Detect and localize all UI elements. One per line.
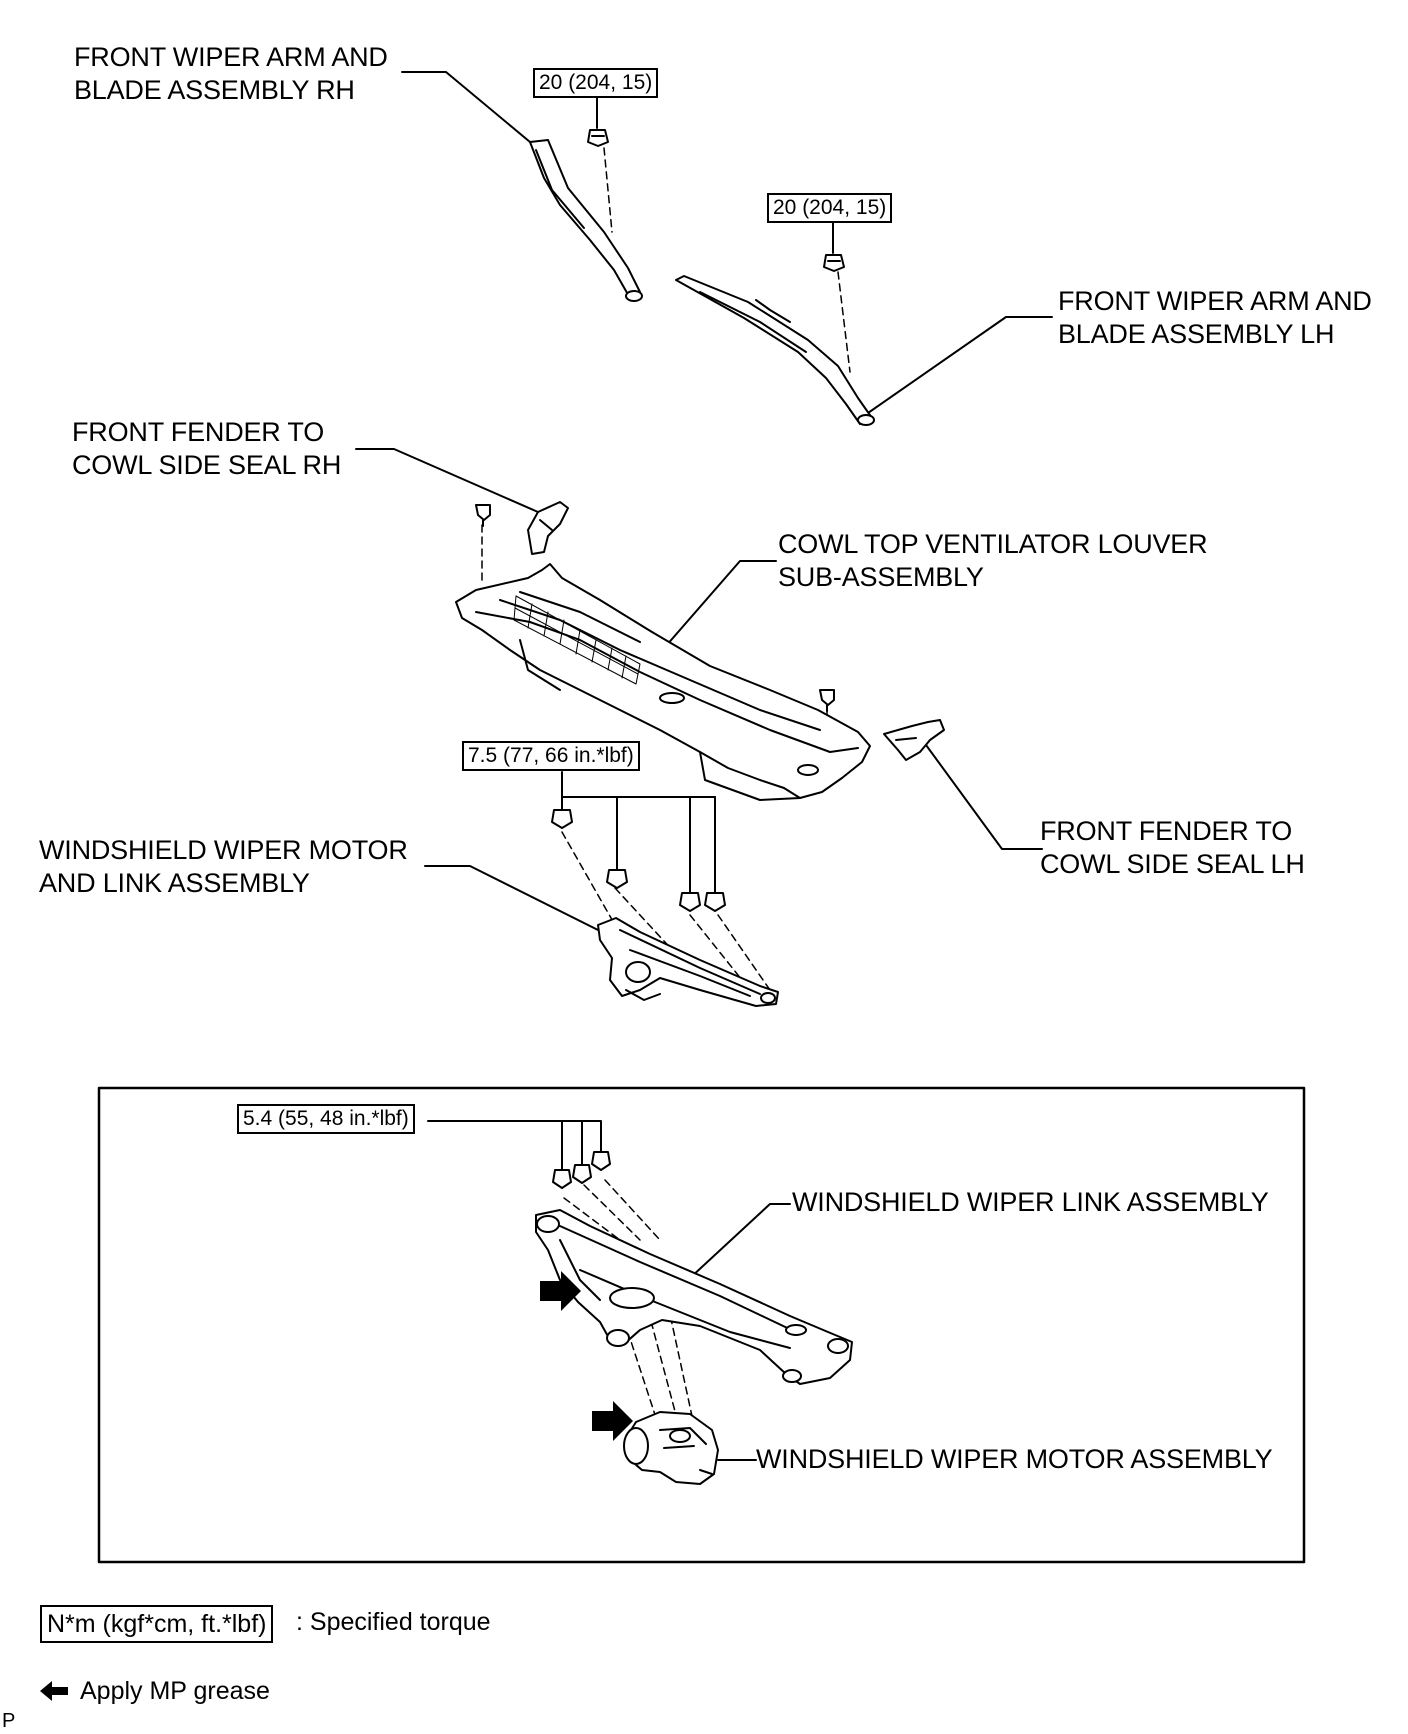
label-cowl-louver: COWL TOP VENTILATOR LOUVER SUB-ASSEMBLY	[778, 529, 1208, 592]
clip-louver	[819, 689, 835, 712]
torque-spec-link-detail: 5.4 (55, 48 in.*lbf)	[237, 1104, 415, 1134]
label-wiper-motor: WINDSHIELD WIPER MOTOR ASSEMBLY	[756, 1444, 1273, 1474]
motor-link-assembly	[597, 917, 779, 1007]
bolts-motor-link	[551, 809, 726, 912]
label-fender-seal-rh: FRONT FENDER TO COWL SIDE SEAL RH	[72, 417, 342, 480]
detail-frame	[97, 1086, 1306, 1564]
clip-rh	[475, 504, 491, 527]
label-fender-seal-lh: FRONT FENDER TO COWL SIDE SEAL LH	[1040, 816, 1305, 879]
wiper-arm-lh	[675, 275, 875, 426]
torque-spec-arm-lh: 20 (204, 15)	[767, 193, 893, 223]
torque-connectors	[427, 95, 834, 1171]
legend-grease-desc: Apply MP grease	[80, 1677, 270, 1705]
legend-arrow-icon	[40, 1681, 68, 1701]
wiper-link-assembly	[535, 1209, 853, 1385]
label-wiper-arm-rh: FRONT WIPER ARM AND BLADE ASSEMBLY RH	[74, 42, 388, 105]
corner-mark: P	[2, 1710, 16, 1732]
legend-torque-unit: N*m (kgf*cm, ft.*lbf)	[40, 1605, 274, 1643]
leader-lines	[355, 71, 1053, 1461]
legend-torque-desc: : Specified torque	[296, 1608, 491, 1636]
wiper-arm-rh	[529, 139, 643, 302]
wiper-motor-assembly	[623, 1411, 719, 1485]
fender-seal-rh	[527, 501, 569, 555]
torque-spec-arm-rh: 20 (204, 15)	[533, 68, 659, 98]
label-wiper-link: WINDSHIELD WIPER LINK ASSEMBLY	[792, 1187, 1269, 1217]
bolts-link-detail	[552, 1151, 611, 1189]
nut-lh	[823, 254, 845, 272]
grease-arrow-icon	[540, 1271, 633, 1441]
torque-spec-motor-link: 7.5 (77, 66 in.*lbf)	[462, 741, 640, 771]
fender-seal-lh	[883, 719, 945, 761]
nut-rh	[587, 129, 609, 147]
label-motor-link: WINDSHIELD WIPER MOTOR AND LINK ASSEMBLY	[39, 835, 408, 898]
label-wiper-arm-lh: FRONT WIPER ARM AND BLADE ASSEMBLY LH	[1058, 286, 1372, 349]
cowl-louver	[455, 563, 871, 801]
